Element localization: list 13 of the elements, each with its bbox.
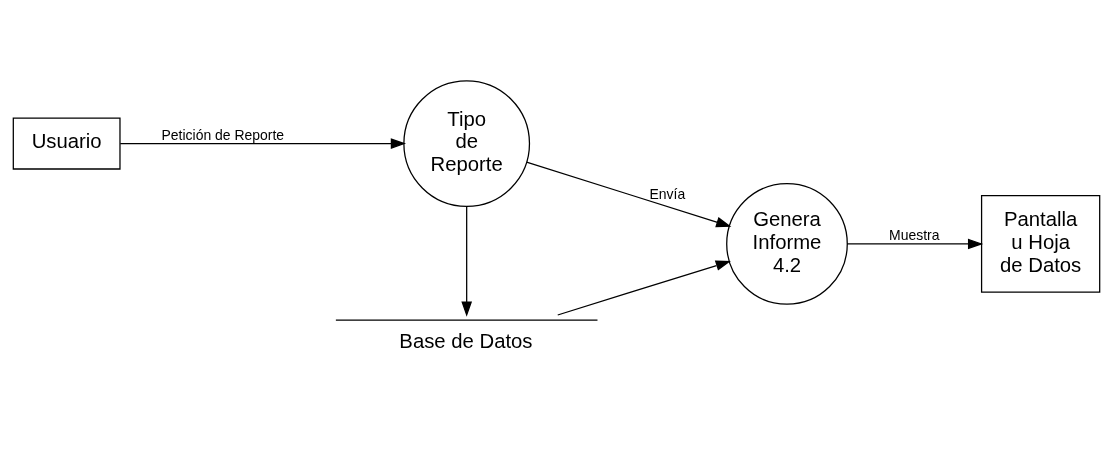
edge-label: Muestra xyxy=(889,226,940,243)
arrow xyxy=(525,161,732,227)
edge-label: Petición de Reporte xyxy=(161,126,285,143)
arrow xyxy=(119,137,407,149)
node-box: Pantalla u Hoja de Datos xyxy=(980,194,1101,293)
arrow xyxy=(846,238,984,249)
node-box: Usuario xyxy=(12,117,121,170)
arrow xyxy=(557,259,731,316)
node-circle: Tipo de Reporte xyxy=(403,79,531,207)
arrow xyxy=(461,205,472,317)
node-circle: Genera Informe 4.2 xyxy=(726,182,848,305)
edge-label: Envía xyxy=(649,185,686,202)
node-text: Base de Datos xyxy=(399,329,533,352)
